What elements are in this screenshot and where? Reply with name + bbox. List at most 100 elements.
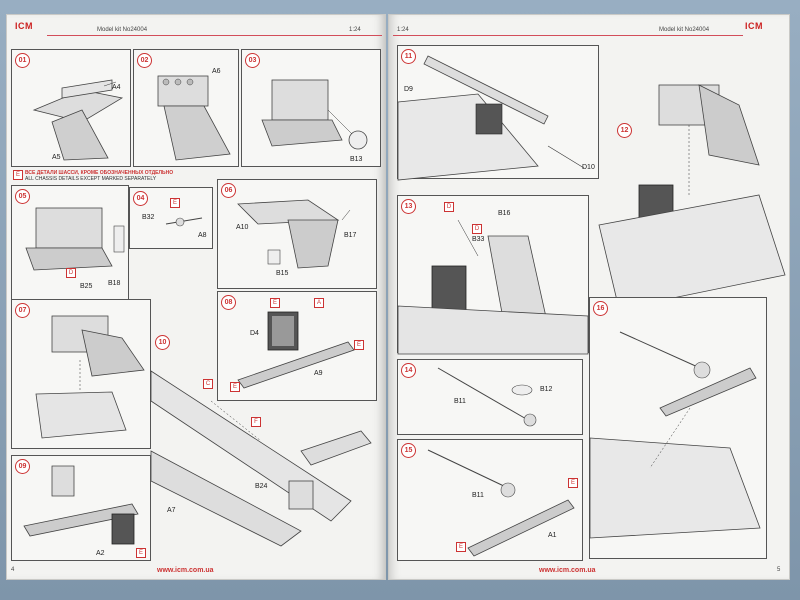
tag-e: E [136,548,146,558]
tag-e: E [354,340,364,350]
part-label: B25 [80,283,93,290]
step-number: 14 [401,363,416,378]
step-number: 03 [245,53,260,68]
step-number: 16 [593,301,608,316]
model-kit-label: Model kit No24004 [97,27,148,33]
part-label: D10 [582,164,595,171]
tag-e: E [230,382,240,392]
tag-e: E [13,170,23,180]
step-number: 06 [221,183,236,198]
tag-f: F [251,417,261,427]
step-16-drawing [589,331,761,539]
part-label: B11 [472,492,484,499]
header-rule [393,35,743,36]
step-04-panel: 04 B32 A8 E [129,187,213,249]
part-label: D9 [404,86,413,93]
tag-d: D [472,224,482,234]
step-16-panel: 16 [589,297,767,559]
step-15-drawing [427,449,575,557]
step-02-panel: 02 A6 [133,49,239,167]
part-label: B32 [142,214,155,221]
step-number: 10 [155,335,170,350]
part-label: A10 [236,224,249,231]
left-page: ICM Model kit No24004 1:24 01 A4 A5 02 A… [6,14,386,580]
step-09-panel: 09 A2 E [11,455,151,561]
part-label: B15 [276,270,289,277]
step-03-panel: 03 B13 [241,49,381,167]
tag-d: D [444,202,454,212]
step-14-drawing [437,367,537,427]
part-label: A2 [96,550,105,557]
step-06-panel: 06 A10 B17 B15 [217,179,377,289]
step-number: 09 [15,459,30,474]
step-08-panel: 08 D4 A9 E A E E [217,291,377,401]
part-label: B24 [255,483,268,490]
step-09-drawing [23,465,139,545]
part-label: B33 [472,236,485,243]
icm-logo: ICM [745,21,763,31]
part-label: B12 [540,386,553,393]
tag-e: E [456,542,466,552]
part-label: A7 [167,507,176,514]
step-number: 07 [15,303,30,318]
step-05-panel: 05 B25 B18 D [11,185,129,301]
step-15-panel: 15 B11 A1 E E [397,439,583,561]
model-kit-label: Model kit No24004 [659,27,710,33]
step-12-drawing [598,84,786,310]
step-11-drawing [397,55,585,181]
scale-label: 1:24 [397,27,409,33]
step-number: 02 [137,53,152,68]
step-06-drawing [237,199,351,269]
part-label: B11 [454,398,466,405]
step-13-drawing [397,219,589,355]
step-number: 11 [401,49,416,64]
step-number: 13 [401,199,416,214]
step-03-drawing [261,79,368,150]
step-13-panel: 13 B16 B33 D D [397,195,589,355]
tag-d: D [66,268,76,278]
step-12-panel: 12 [598,45,786,310]
step-04-drawing [165,217,203,227]
part-label: A4 [112,84,121,91]
tag-c: C [203,379,213,389]
step-07-drawing [35,315,145,439]
step-08-drawing [237,311,355,389]
part-label: A1 [548,532,557,539]
part-label: A5 [52,154,61,161]
right-page: 1:24 Model kit No24004 ICM 11 D9 D10 12 … [388,14,790,580]
part-label: B16 [498,210,511,217]
step-number: 08 [221,295,236,310]
header-rule [47,35,382,36]
step-10-panel: 10 B24 A7 C F [150,331,383,579]
step-number: 04 [133,191,148,206]
part-label: B18 [108,280,121,287]
tag-e: E [270,298,280,308]
step-02-drawing [157,75,231,161]
step-05-drawing [25,207,125,271]
part-label: B13 [350,156,363,163]
part-label: A6 [212,68,221,75]
step-number: 05 [15,189,30,204]
step-number: 12 [617,123,632,138]
step-number: 01 [15,53,30,68]
step-number: 15 [401,443,416,458]
step-01-drawing [32,79,124,161]
step-01-panel: 01 A4 A5 [11,49,131,167]
step-11-panel: 11 D9 D10 [397,45,599,181]
chassis-warning: ВСЕ ДЕТАЛИ ШАССИ, КРОМЕ ОБОЗНАЧЕННЫХ ОТД… [25,170,174,182]
step-14-panel: 14 B11 B12 [397,359,583,435]
icm-logo: ICM [15,21,33,31]
page-number: 5 [777,567,781,573]
step-07-panel: 07 [11,299,151,449]
footer-url: www.icm.com.ua [539,567,596,574]
part-label: D4 [250,330,259,337]
tag-e: E [170,198,180,208]
tag-a: A [314,298,324,308]
part-label: B17 [344,232,357,239]
part-label: A8 [198,232,207,239]
footer-url: www.icm.com.ua [157,567,214,574]
step-10-drawing [150,370,372,547]
scale-label: 1:24 [349,27,361,33]
part-label: A9 [314,370,323,377]
tag-e: E [568,478,578,488]
